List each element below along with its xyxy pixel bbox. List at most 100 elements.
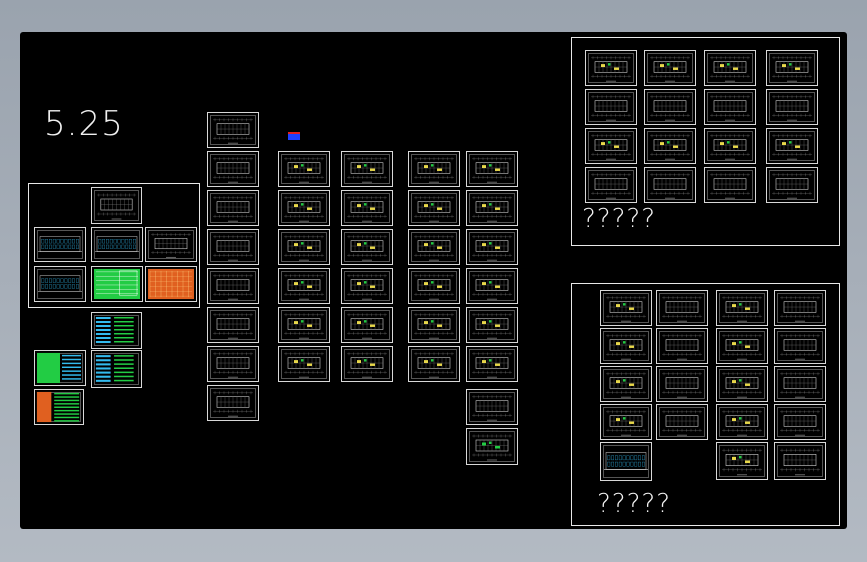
plan-sheet-icon bbox=[722, 448, 762, 476]
schedule-sheet[interactable] bbox=[91, 266, 143, 302]
plan-sheet[interactable] bbox=[585, 89, 637, 125]
plan-sheet[interactable] bbox=[704, 128, 756, 164]
plan-sheet[interactable] bbox=[408, 307, 460, 343]
plan-sheet[interactable] bbox=[207, 385, 259, 421]
elevation-sheet[interactable] bbox=[34, 227, 86, 262]
plan-sheet[interactable] bbox=[466, 190, 518, 226]
sheet-border bbox=[37, 269, 83, 299]
plan-sheet[interactable] bbox=[341, 268, 393, 304]
plan-sheet[interactable] bbox=[278, 190, 330, 226]
plan-sheet[interactable] bbox=[766, 50, 818, 86]
plan-sheet[interactable] bbox=[207, 268, 259, 304]
plan-sheet[interactable] bbox=[656, 404, 708, 440]
plan-sheet[interactable] bbox=[466, 268, 518, 304]
plan-sheet[interactable] bbox=[466, 307, 518, 343]
plan-sheet[interactable] bbox=[278, 307, 330, 343]
elevation-sheet[interactable] bbox=[34, 266, 86, 302]
plan-sheet[interactable] bbox=[644, 128, 696, 164]
plan-sheet[interactable] bbox=[408, 229, 460, 265]
plan-sheet[interactable] bbox=[716, 404, 768, 440]
plan-sheet[interactable] bbox=[278, 346, 330, 382]
plan-sheet[interactable] bbox=[91, 187, 142, 224]
plan-sheet-icon bbox=[38, 275, 82, 292]
plan-sheet[interactable] bbox=[207, 307, 259, 343]
plan-sheet[interactable] bbox=[585, 167, 637, 203]
elevation-sheet[interactable] bbox=[600, 442, 652, 481]
plan-sheet[interactable] bbox=[466, 428, 518, 465]
plan-sheet[interactable] bbox=[600, 404, 652, 440]
notes-sheet[interactable] bbox=[91, 350, 142, 388]
plan-sheet[interactable] bbox=[774, 404, 826, 440]
plan-sheet[interactable] bbox=[585, 50, 637, 86]
plan-sheet[interactable] bbox=[341, 229, 393, 265]
plan-sheet[interactable] bbox=[341, 346, 393, 382]
plan-sheet[interactable] bbox=[656, 366, 708, 402]
sheet-border bbox=[603, 331, 649, 361]
plan-sheet[interactable] bbox=[716, 442, 768, 480]
plan-sheet[interactable] bbox=[774, 290, 826, 326]
plan-sheet[interactable] bbox=[774, 366, 826, 402]
plan-sheet[interactable] bbox=[278, 268, 330, 304]
plan-sheet[interactable] bbox=[408, 346, 460, 382]
plan-sheet[interactable] bbox=[766, 128, 818, 164]
plan-sheet-icon bbox=[772, 134, 812, 160]
plan-sheet[interactable] bbox=[704, 50, 756, 86]
elevation-sheet[interactable] bbox=[91, 227, 143, 262]
plan-sheet-icon bbox=[472, 235, 512, 261]
table-sheet[interactable] bbox=[34, 389, 84, 425]
plan-sheet[interactable] bbox=[644, 167, 696, 203]
notes-sheet[interactable] bbox=[34, 350, 86, 386]
plan-sheet[interactable] bbox=[278, 151, 330, 187]
plan-sheet-icon bbox=[780, 372, 820, 398]
model-space-canvas[interactable]: 5.25 ????? ????? bbox=[20, 32, 847, 529]
plan-sheet[interactable] bbox=[774, 442, 826, 480]
plan-sheet-icon bbox=[472, 434, 512, 461]
plan-sheet[interactable] bbox=[207, 346, 259, 382]
plan-sheet[interactable] bbox=[466, 151, 518, 187]
plan-sheet[interactable] bbox=[644, 89, 696, 125]
plan-sheet[interactable] bbox=[774, 328, 826, 364]
plan-sheet[interactable] bbox=[644, 50, 696, 86]
plan-sheet[interactable] bbox=[716, 290, 768, 326]
plan-sheet-icon bbox=[95, 317, 134, 343]
plan-sheet[interactable] bbox=[207, 190, 259, 226]
notes-sheet[interactable] bbox=[91, 312, 142, 349]
plan-sheet[interactable] bbox=[716, 366, 768, 402]
plan-sheet[interactable] bbox=[766, 89, 818, 125]
plan-sheet-icon bbox=[662, 296, 702, 322]
plan-sheet[interactable] bbox=[207, 151, 259, 187]
plan-sheet[interactable] bbox=[278, 229, 330, 265]
plan-sheet-icon bbox=[591, 95, 631, 121]
plan-sheet-icon bbox=[213, 157, 253, 183]
plan-sheet[interactable] bbox=[716, 328, 768, 364]
plan-sheet[interactable] bbox=[600, 290, 652, 326]
plan-sheet[interactable] bbox=[408, 268, 460, 304]
plan-sheet[interactable] bbox=[341, 190, 393, 226]
plan-sheet[interactable] bbox=[466, 389, 518, 425]
plan-sheet[interactable] bbox=[600, 328, 652, 364]
plan-sheet[interactable] bbox=[341, 307, 393, 343]
plan-sheet-icon bbox=[213, 235, 253, 261]
plan-sheet[interactable] bbox=[766, 167, 818, 203]
plan-sheet[interactable] bbox=[656, 290, 708, 326]
plan-sheet[interactable] bbox=[408, 190, 460, 226]
sheet-border bbox=[469, 349, 515, 379]
structure-sheet[interactable] bbox=[145, 266, 197, 302]
sheet-border bbox=[588, 92, 634, 122]
plan-sheet[interactable] bbox=[600, 366, 652, 402]
plan-sheet[interactable] bbox=[207, 229, 259, 265]
plan-sheet[interactable] bbox=[207, 112, 259, 148]
plan-sheet[interactable] bbox=[585, 128, 637, 164]
plan-sheet[interactable] bbox=[704, 89, 756, 125]
plan-sheet-icon bbox=[662, 372, 702, 398]
plan-sheet[interactable] bbox=[341, 151, 393, 187]
layer-marker-icon[interactable] bbox=[288, 132, 300, 140]
plan-sheet[interactable] bbox=[704, 167, 756, 203]
plan-sheet-icon bbox=[472, 313, 512, 339]
plan-sheet[interactable] bbox=[466, 346, 518, 382]
plan-sheet[interactable] bbox=[466, 229, 518, 265]
plan-sheet[interactable] bbox=[145, 227, 197, 262]
plan-sheet[interactable] bbox=[408, 151, 460, 187]
plan-sheet[interactable] bbox=[656, 328, 708, 364]
sheet-border bbox=[777, 369, 823, 399]
